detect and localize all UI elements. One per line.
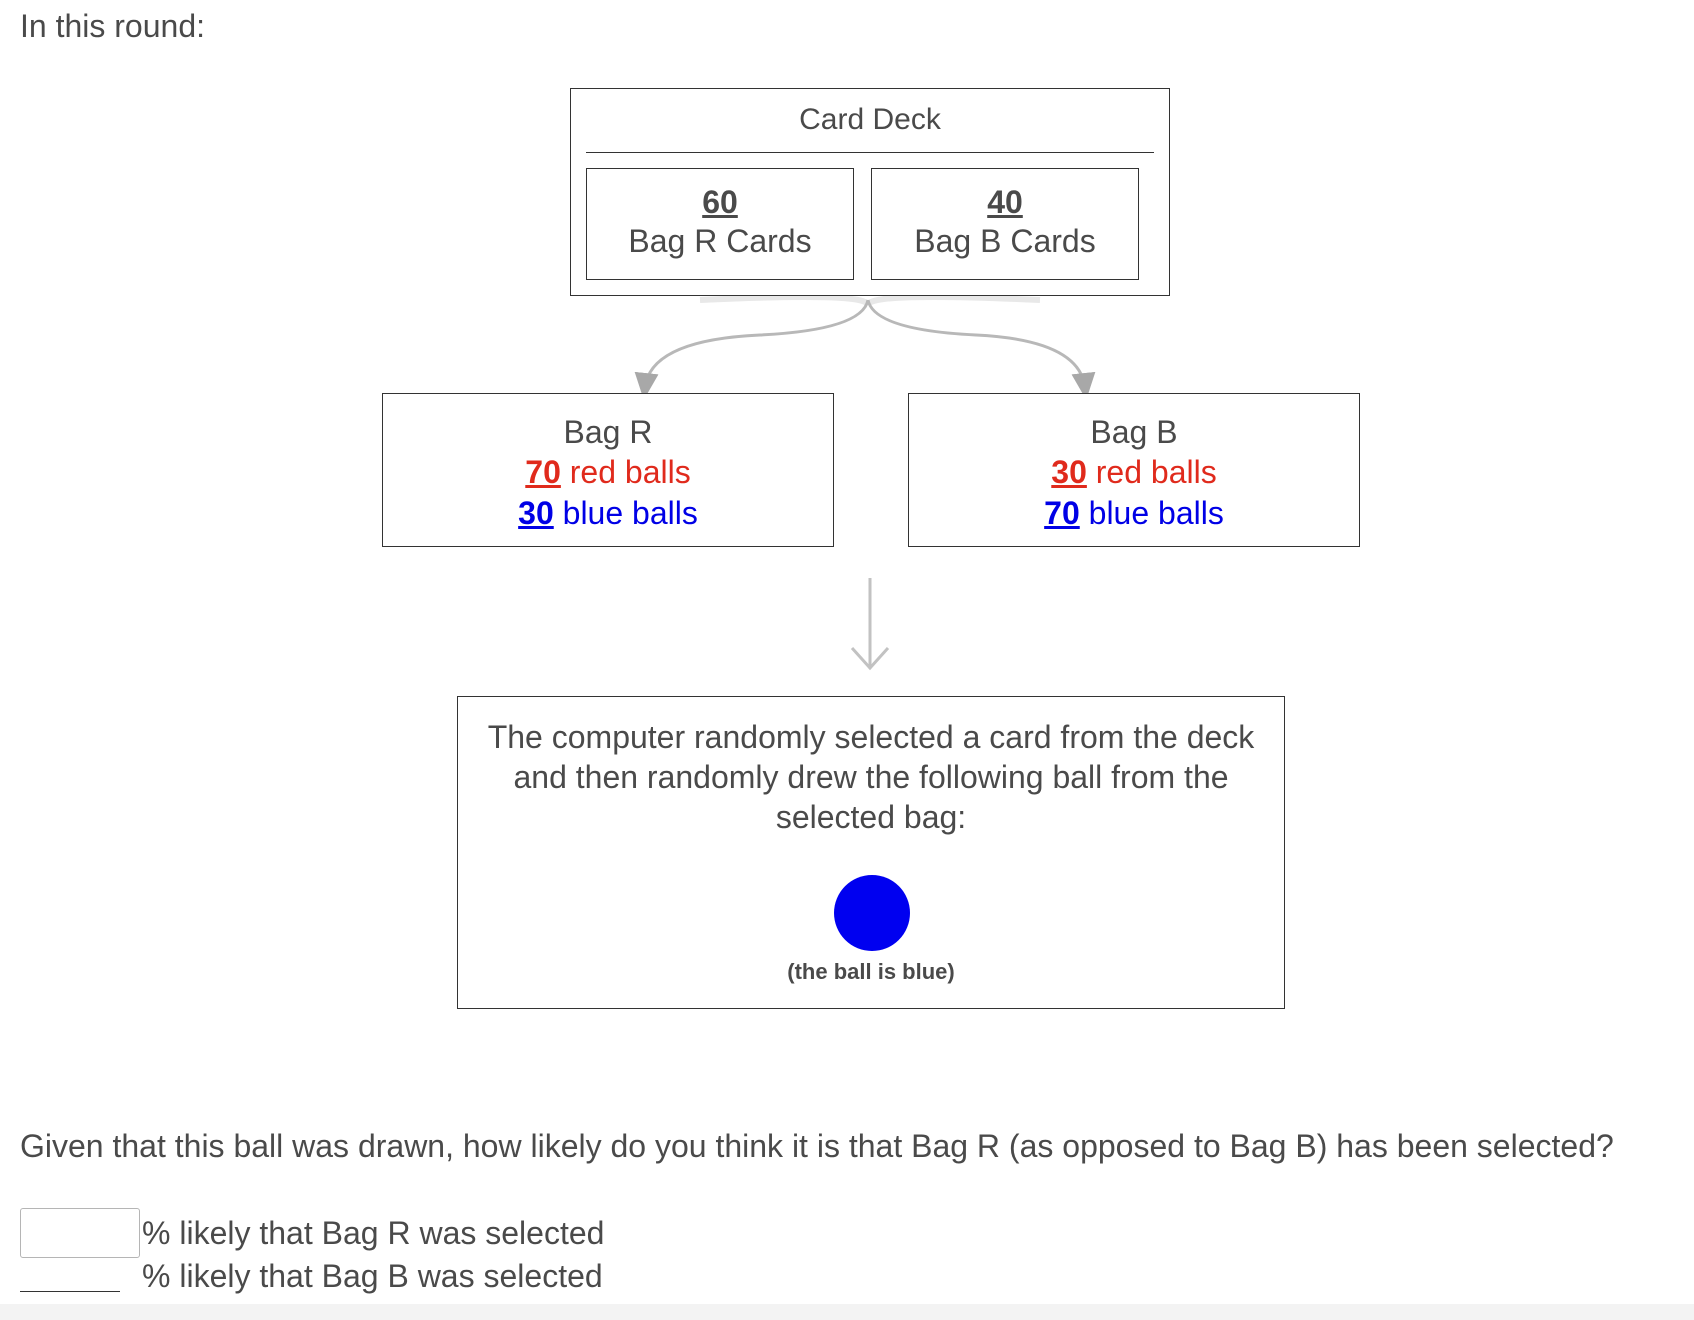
bag-b-box: Bag B 30 red balls 70 blue balls (908, 393, 1360, 547)
bag-b-card-label: Bag B Cards (914, 223, 1096, 259)
bag-r-cards: 60 Bag R Cards (586, 168, 854, 280)
bag-b-blue-label: blue balls (1079, 495, 1224, 531)
result-description: The computer randomly selected a card fr… (487, 719, 1255, 835)
footer-strip (0, 1304, 1694, 1320)
bag-r-percent-label: % likely that Bag R was selected (142, 1214, 605, 1251)
bag-r-blue-line: 30 blue balls (383, 493, 833, 534)
bag-b-cards: 40 Bag B Cards (871, 168, 1139, 280)
blue-ball (834, 875, 910, 951)
bag-r-card-count: 60 (702, 184, 738, 220)
ball-caption: (the ball is blue) (787, 959, 955, 984)
bag-r-red-label: red balls (560, 454, 691, 490)
bag-r-title: Bag R (563, 414, 653, 450)
bag-r-blue-label: blue balls (553, 495, 698, 531)
arrow-to-bag-b (866, 299, 1096, 400)
bag-b-percent-blank (20, 1261, 120, 1292)
bag-b-blue-count: 70 (1044, 495, 1080, 531)
arrow-down-head (850, 646, 890, 671)
card-deck-divider (586, 152, 1154, 153)
bag-b-percent-label: % likely that Bag B was selected (142, 1258, 603, 1294)
answer-bag-r-row: % likely that Bag R was selected (20, 1208, 604, 1258)
bag-r-blue-count: 30 (518, 495, 554, 531)
bag-b-card-count: 40 (987, 184, 1023, 220)
answer-bag-b-row: % likely that Bag B was selected (20, 1258, 603, 1295)
bag-b-title: Bag B (1090, 414, 1178, 450)
bag-r-box: Bag R 70 red balls 30 blue balls (382, 393, 834, 547)
bag-b-red-line: 30 red balls (909, 452, 1359, 493)
bag-b-red-count: 30 (1051, 454, 1087, 490)
question-text: Given that this ball was drawn, how like… (20, 1128, 1614, 1164)
bag-r-percent-input[interactable] (20, 1208, 140, 1258)
bag-r-red-line: 70 red balls (383, 452, 833, 493)
result-box: The computer randomly selected a card fr… (457, 696, 1285, 1009)
bag-b-blue-line: 70 blue balls (909, 493, 1359, 534)
bag-b-red-label: red balls (1086, 454, 1217, 490)
bag-r-card-label: Bag R Cards (628, 223, 812, 259)
card-deck-title: Card Deck (799, 103, 941, 136)
card-deck: Card Deck 60 Bag R Cards 40 Bag B Cards (570, 88, 1170, 296)
bag-r-red-count: 70 (525, 454, 561, 490)
arrow-to-bag-r (634, 299, 870, 400)
intro-text: In this round: (20, 8, 205, 44)
brace-shadow (699, 293, 1041, 307)
